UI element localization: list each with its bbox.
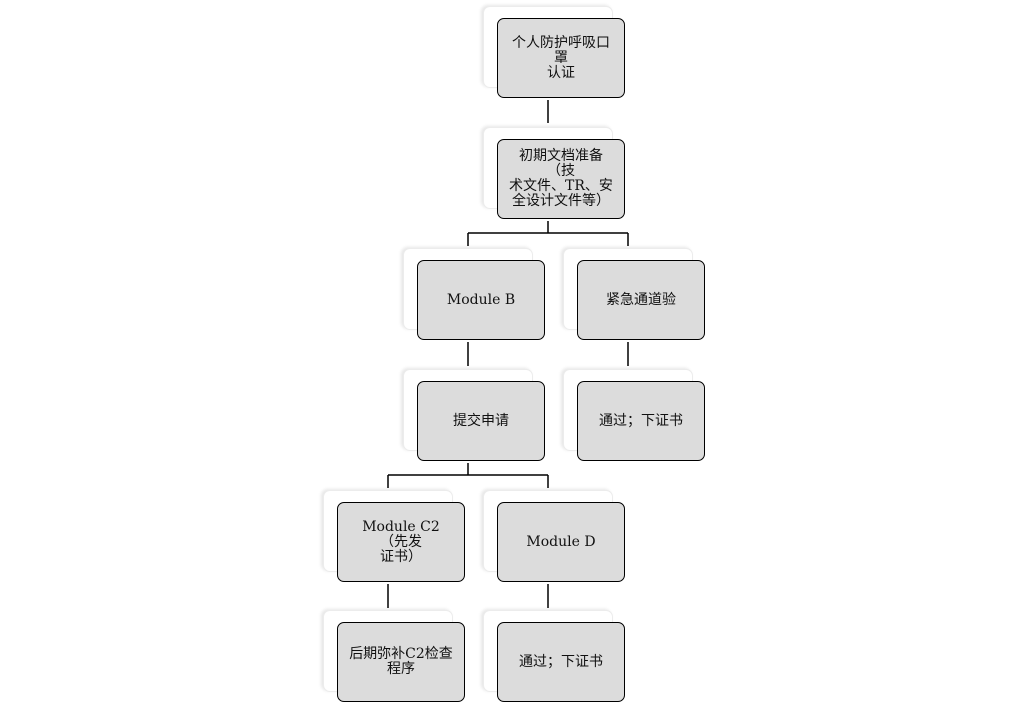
- node-pass-cert-1-label: 通过；下证书: [599, 412, 683, 429]
- node-root: 个人防护呼吸口罩 认证: [483, 6, 627, 100]
- node-module-d-label: Module D: [526, 533, 596, 550]
- node-module-d: Module D: [483, 490, 627, 584]
- node-submit-box: 提交申请: [417, 381, 545, 461]
- node-c2-followup-box: 后期弥补C2检查 程序: [337, 622, 465, 702]
- node-module-c2-box: Module C2 （先发 证书）: [337, 502, 465, 582]
- node-docs-box: 初期文档准备（技 术文件、TR、安 全设计文件等）: [497, 139, 625, 219]
- node-pass-cert-2-label: 通过；下证书: [519, 653, 603, 670]
- node-module-c2-label: Module C2 （先发 证书）: [362, 518, 440, 565]
- node-pass-cert-1: 通过；下证书: [563, 369, 707, 463]
- node-root-label: 个人防护呼吸口罩 认证: [512, 34, 610, 81]
- node-docs-label: 初期文档准备（技 术文件、TR、安 全设计文件等）: [509, 148, 613, 209]
- node-emergency-box: 紧急通道验: [577, 260, 705, 340]
- node-c2-followup: 后期弥补C2检查 程序: [323, 610, 467, 704]
- node-pass-cert-2-box: 通过；下证书: [497, 622, 625, 702]
- node-pass-cert-1-box: 通过；下证书: [577, 381, 705, 461]
- node-module-d-box: Module D: [497, 502, 625, 582]
- node-module-c2: Module C2 （先发 证书）: [323, 490, 467, 584]
- node-c2-followup-label: 后期弥补C2检查 程序: [349, 646, 453, 677]
- node-docs: 初期文档准备（技 术文件、TR、安 全设计文件等）: [483, 127, 627, 221]
- node-module-b-box: Module B: [417, 260, 545, 340]
- node-module-b-label: Module B: [446, 291, 516, 308]
- node-root-box: 个人防护呼吸口罩 认证: [497, 18, 625, 98]
- node-emergency: 紧急通道验: [563, 248, 707, 342]
- node-pass-cert-2: 通过；下证书: [483, 610, 627, 704]
- node-submit: 提交申请: [403, 369, 547, 463]
- node-submit-label: 提交申请: [453, 412, 509, 429]
- node-emergency-label: 紧急通道验: [606, 291, 676, 308]
- node-module-b: Module B: [403, 248, 547, 342]
